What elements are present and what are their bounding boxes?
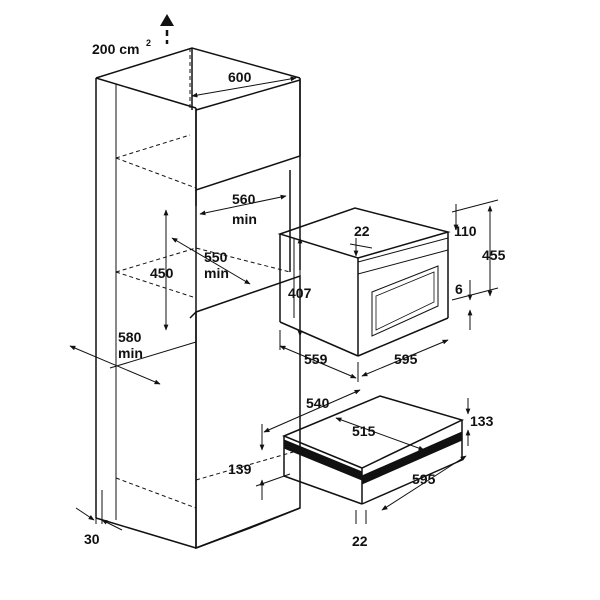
niche-height-label: 450 [150,265,174,281]
vent-area-label: 200 cm [92,41,139,57]
hidden-lines [115,48,301,509]
front-offset-label: 22 [354,223,370,239]
niche-depth-label: 600 [228,69,252,85]
inner-depth-label: 550 [204,249,228,265]
niche-width-label: 560 [232,191,256,207]
oven-depth-label: 559 [304,351,328,367]
vent-arrow [160,14,174,44]
total-height-label: 455 [482,247,506,263]
warming-drawer [282,395,465,505]
oven-height-label: 407 [288,285,312,301]
top-offset-label: 110 [454,223,477,239]
tall-cabinet [95,47,301,550]
small-gap-label: 6 [455,281,463,297]
plinth-label: 30 [84,531,100,547]
dimension-labels: 200 cm 2 600 560 min 450 550 min 580 min… [84,38,506,549]
vent-area-sup: 2 [146,38,151,48]
cabinet-depth-label: 580 [118,329,142,345]
drawer-base-label: 139 [228,461,252,477]
oven-width-label: 595 [394,351,418,367]
drawer-height-label: 133 [470,413,494,429]
cabinet-depth-min-label: min [118,345,143,361]
drawer-width-label: 595 [412,471,436,487]
drawer-depth-inner-label: 515 [352,423,376,439]
drawer-front-label: 22 [352,533,368,549]
dimension-lines [69,76,499,531]
inner-depth-min-label: min [204,265,229,281]
niche-width-min-label: min [232,211,257,227]
drawer-depth-outer-label: 540 [306,395,330,411]
